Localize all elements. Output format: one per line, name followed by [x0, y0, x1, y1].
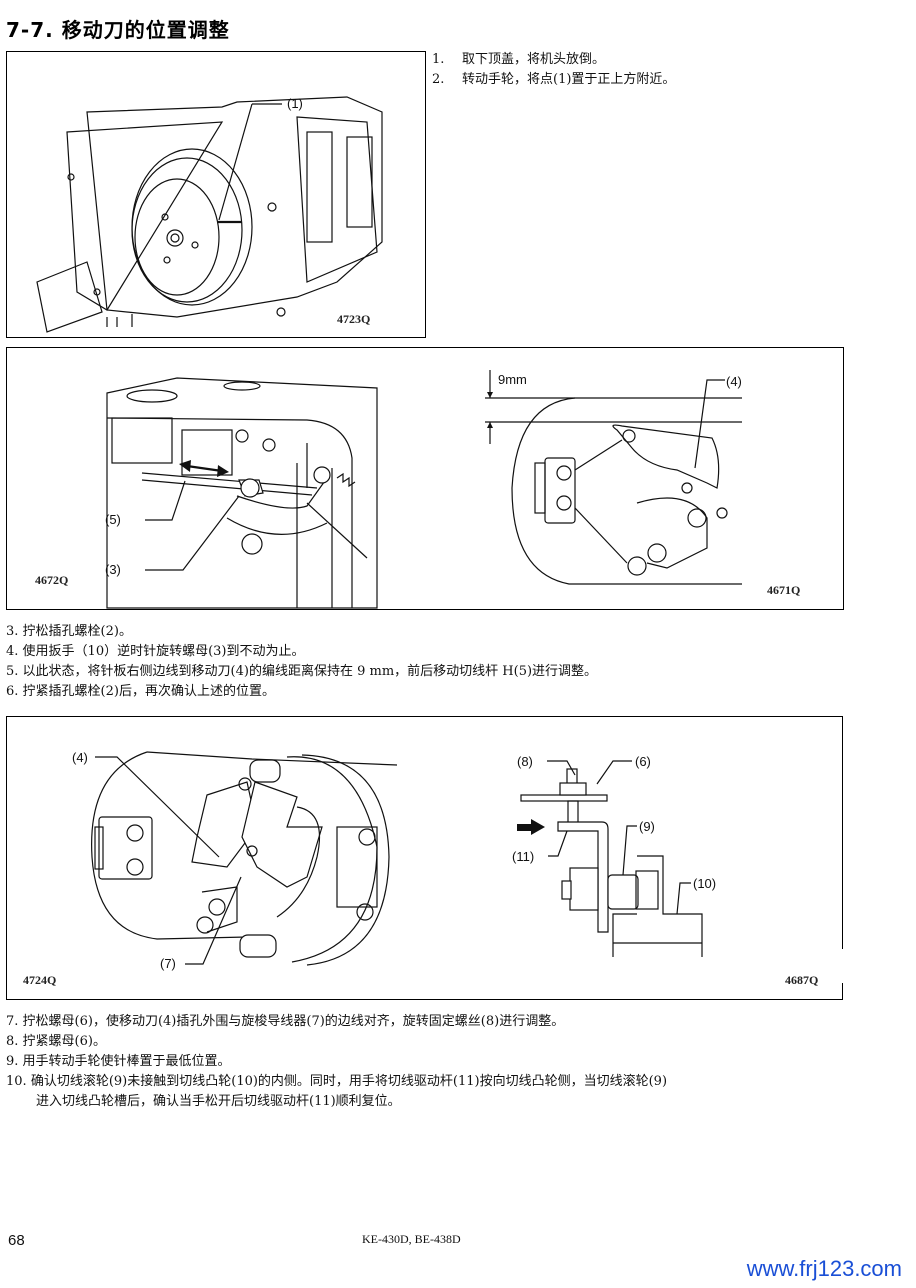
bottom-steps: 7. 拧松螺母(6)，使移动刀(4)插孔外围与旋梭导线器(7)的边线对齐，旋转固… — [6, 1012, 667, 1112]
step-text: 进入切线凸轮槽后，确认当手松开后切线驱动杆(11)顺利复位。 — [36, 1094, 401, 1109]
step-number: 9. — [6, 1054, 19, 1069]
step-3: 3. 拧松插孔螺栓(2)。 — [6, 622, 597, 642]
frame-edge — [842, 717, 843, 949]
callout-1: (1) — [287, 96, 303, 111]
watermark-link[interactable]: www.frj123.com — [746, 1256, 902, 1281]
figure-code: 4723Q — [337, 312, 371, 326]
step-text: 拧松插孔螺栓(2)。 — [22, 624, 132, 639]
step-number: 7. — [6, 1014, 19, 1029]
section-title: 7-7. 移动刀的位置调整 — [6, 18, 230, 42]
callout-4: (4) — [72, 750, 88, 765]
step-text: 转动手轮，将点(1)置于正上方附近。 — [462, 72, 676, 87]
callout-7: (7) — [160, 956, 176, 971]
step-number: 4. — [6, 644, 19, 659]
step-number: 5. — [6, 664, 19, 679]
callout-6: (6) — [635, 754, 651, 769]
callout-9: (9) — [639, 819, 655, 834]
step-8: 8. 拧紧螺母(6)。 — [6, 1032, 667, 1052]
hook-guide-illustration: (4) (7) — [72, 750, 398, 971]
figure-handwheel: (1) 4723Q — [6, 51, 426, 338]
figure-code: 4687Q — [785, 973, 819, 987]
step-6: 6. 拧紧插孔螺栓(2)后，再次确认上述的位置。 — [6, 682, 597, 702]
step-text: 拧紧插孔螺栓(2)后，再次确认上述的位置。 — [22, 684, 275, 699]
middle-steps: 3. 拧松插孔螺栓(2)。 4. 使用扳手（10）逆时针旋转螺母(3)到不动为止… — [6, 622, 597, 702]
figure-panel-adjustment: (5) (3) 4672Q 9mm (4) 4671Q — [6, 347, 844, 610]
top-steps: 1. 取下顶盖，将机头放倒。 2. 转动手轮，将点(1)置于正上方附近。 — [432, 50, 675, 90]
step-text: 拧紧螺母(6)。 — [22, 1034, 106, 1049]
step-number: 1. — [432, 52, 445, 67]
callout-5: (5) — [105, 512, 121, 527]
figure-panel-alignment: (4) (7) 4724Q (8) (6) (9) (11) (10) 4 — [6, 716, 843, 1000]
step-number: 8. — [6, 1034, 19, 1049]
figure-code: 4672Q — [35, 573, 69, 587]
step-2: 2. 转动手轮，将点(1)置于正上方附近。 — [432, 70, 675, 90]
callout-3: (3) — [105, 562, 121, 577]
step-4: 4. 使用扳手（10）逆时针旋转螺母(3)到不动为止。 — [6, 642, 597, 662]
step-number: 3. — [6, 624, 19, 639]
frame-edge — [842, 983, 843, 999]
moving-knife-gap-illustration: 9mm (4) — [485, 370, 742, 585]
figure-code: 4671Q — [767, 583, 801, 597]
step-10: 10. 确认切线滚轮(9)未接触到切线凸轮(10)的内侧。同时，用手将切线驱动杆… — [6, 1072, 667, 1092]
callout-8: (8) — [517, 754, 533, 769]
step-text: 以此状态，将针板右侧边线到移动刀(4)的编线距离保持在 9 mm，前后移动切线杆… — [22, 664, 598, 679]
callout-11: (11) — [512, 849, 534, 864]
step-text: 确认切线滚轮(9)未接触到切线凸轮(10)的内侧。同时，用手将切线驱动杆(11)… — [30, 1074, 668, 1089]
step-7: 7. 拧松螺母(6)，使移动刀(4)插孔外围与旋梭导线器(7)的边线对齐，旋转固… — [6, 1012, 667, 1032]
cutting-lever-illustration: (5) (3) — [105, 377, 378, 609]
step-5: 5. 以此状态，将针板右侧边线到移动刀(4)的编线距离保持在 9 mm，前后移动… — [6, 662, 597, 682]
thread-cam-illustration: (8) (6) (9) (11) (10) — [512, 754, 716, 957]
dimension-9mm: 9mm — [498, 372, 527, 387]
step-number: 10. — [6, 1074, 27, 1089]
step-text: 使用扳手（10）逆时针旋转螺母(3)到不动为止。 — [22, 644, 305, 659]
handwheel-illustration: (1) — [36, 96, 383, 333]
step-9: 9. 用手转动手轮使针棒置于最低位置。 — [6, 1052, 667, 1072]
step-text: 拧松螺母(6)，使移动刀(4)插孔外围与旋梭导线器(7)的边线对齐，旋转固定螺丝… — [22, 1014, 565, 1029]
step-text: 取下顶盖，将机头放倒。 — [462, 52, 606, 67]
step-1: 1. 取下顶盖，将机头放倒。 — [432, 50, 675, 70]
step-text: 用手转动手轮使针棒置于最低位置。 — [22, 1054, 231, 1069]
callout-10: (10) — [693, 876, 716, 891]
callout-4: (4) — [726, 374, 742, 389]
step-number: 6. — [6, 684, 19, 699]
step-number: 2. — [432, 72, 445, 87]
figure-code: 4724Q — [23, 973, 57, 987]
page-number: 68 — [8, 1232, 25, 1249]
model-name: KE-430D, BE-438D — [362, 1232, 461, 1246]
step-10-continued: 进入切线凸轮槽后，确认当手松开后切线驱动杆(11)顺利复位。 — [6, 1092, 667, 1112]
